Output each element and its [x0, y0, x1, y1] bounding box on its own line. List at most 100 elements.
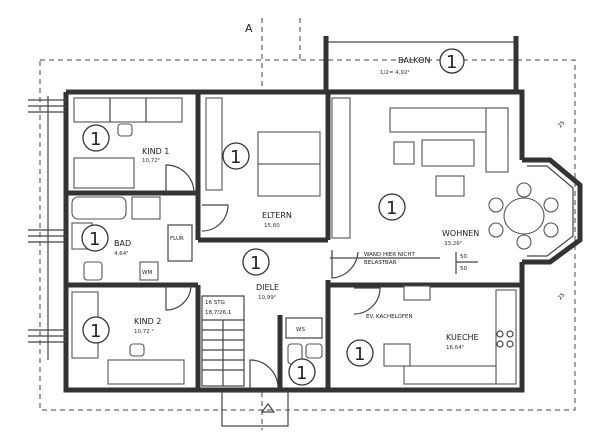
opening-dim-top: 50: [460, 254, 467, 260]
wohnen-side-table: [435, 175, 465, 197]
hob-2: [506, 330, 514, 338]
eltern-wardrobe: [205, 97, 223, 191]
bay-window-inner: [527, 165, 574, 257]
wall-note-line2: BELASTBAR: [364, 260, 397, 266]
balkon-area: 1/2= 4,92²: [380, 69, 410, 76]
flur-label: FLUR: [170, 236, 184, 242]
bad-bathtub: [71, 196, 127, 220]
wall-note-line1: WAND HIER NICHT: [364, 252, 416, 258]
entrance-arrow: [260, 403, 276, 413]
bay-window: [522, 157, 583, 265]
wohnen-sofa-side: [485, 107, 509, 173]
diele-area: 10,99²: [258, 294, 276, 301]
bad-label: BAD: [114, 239, 131, 248]
eltern-label: ELTERN: [262, 211, 292, 220]
kind1-badge-number: 1: [90, 129, 101, 150]
opening-dim-lines: [455, 252, 478, 274]
eltern-area: 15,60: [264, 223, 280, 229]
hob-4: [506, 340, 514, 348]
kachelofen: [403, 285, 431, 301]
exterior-walls: [63, 89, 525, 393]
kueche-counter-bottom: [403, 365, 497, 385]
kueche-island: [383, 343, 411, 367]
opening-dim-bottom: 50: [460, 266, 467, 272]
diele-badge: [242, 248, 270, 276]
roof-outline: [39, 59, 576, 411]
left-railing-bottom: [28, 329, 66, 343]
wohnen-label: WOHNEN: [442, 229, 479, 238]
bad-area: 4,64²: [114, 250, 128, 257]
balkon-badge-number: 1: [446, 52, 457, 73]
bad-badge-number: 1: [89, 229, 100, 250]
marker-ne: 25: [557, 120, 567, 130]
wc-badge: [288, 358, 316, 386]
dining-table: [503, 197, 545, 235]
kind1-label: KIND 1: [142, 147, 169, 156]
kind1-badge: [82, 124, 110, 152]
door-kind1: [165, 164, 195, 194]
balcony-side-walls: [323, 36, 519, 92]
kind1-chair: [117, 123, 133, 137]
dining-chair-2: [516, 234, 532, 250]
wohnen-shelf: [331, 97, 351, 239]
door-kueche: [353, 287, 381, 315]
left-railing-top: [28, 99, 66, 113]
door-entrance: [249, 359, 279, 389]
wc-badge-number: 1: [296, 363, 307, 384]
kind2-area: 10,72 ²: [134, 328, 154, 335]
door-eltern: [201, 204, 229, 232]
balkon-badge: [439, 48, 465, 74]
dining-chair-4: [488, 222, 504, 238]
eltern-badge: [222, 142, 250, 170]
dining-chair-1: [516, 182, 532, 198]
wohnen-area: 33,26²: [444, 240, 462, 247]
wohnen-badge-number: 1: [386, 198, 397, 219]
ws-label: WS: [296, 327, 305, 333]
eltern-bed-top: [257, 131, 321, 165]
door-wohnen: [331, 250, 359, 279]
section-marker-label: A: [245, 22, 253, 35]
hob-1: [496, 330, 504, 338]
kind2-badge-number: 1: [90, 321, 101, 342]
kind1-wardrobe: [73, 97, 183, 123]
entrance-landing: [221, 391, 289, 427]
diele-label: DIELE: [256, 283, 279, 292]
kueche-badge-number: 1: [354, 344, 365, 365]
left-railing-mid: [28, 229, 66, 243]
marker-se: 25: [557, 292, 567, 302]
wm-label: WM: [142, 270, 152, 276]
eltern-bed-bottom: [257, 163, 321, 197]
wohnen-badge: [378, 193, 406, 221]
kueche-badge: [346, 339, 374, 367]
door-kind2: [165, 284, 192, 311]
dining-chair-5: [543, 197, 559, 213]
balkon-label: BALKON: [398, 56, 431, 65]
kind1-wardrobe-divisions: [109, 98, 147, 122]
bad-sink: [83, 261, 103, 281]
wohnen-coffee-table: [421, 139, 475, 167]
eltern-badge-number: 1: [230, 147, 241, 168]
dining-chair-3: [488, 197, 504, 213]
hob-3: [496, 340, 504, 348]
ws-box: [285, 317, 323, 339]
kind1-bed: [73, 157, 135, 189]
kind2-chair: [129, 343, 145, 357]
stair-note-line1: 16 STG: [205, 300, 225, 306]
kind2-badge: [82, 316, 110, 344]
diele-badge-number: 1: [250, 253, 261, 274]
balcony-railing: [325, 41, 517, 91]
wm-box: [139, 261, 159, 281]
kachelofen-note: EV. KACHELOFEN: [366, 314, 413, 320]
wohnen-armchair: [393, 141, 415, 165]
bad-badge: [81, 224, 109, 252]
kind2-label: KIND 2: [134, 317, 161, 326]
wc-sink: [305, 343, 323, 359]
kind1-area: 10,72²: [142, 157, 160, 164]
kueche-label: KUECHE: [446, 333, 479, 342]
bad-shower: [131, 196, 161, 220]
flur-cabinet: [167, 224, 193, 262]
kueche-area: 16,64²: [446, 344, 464, 351]
stair-note-line2: 18,7/26,1: [205, 310, 231, 316]
dining-chair-6: [543, 222, 559, 238]
